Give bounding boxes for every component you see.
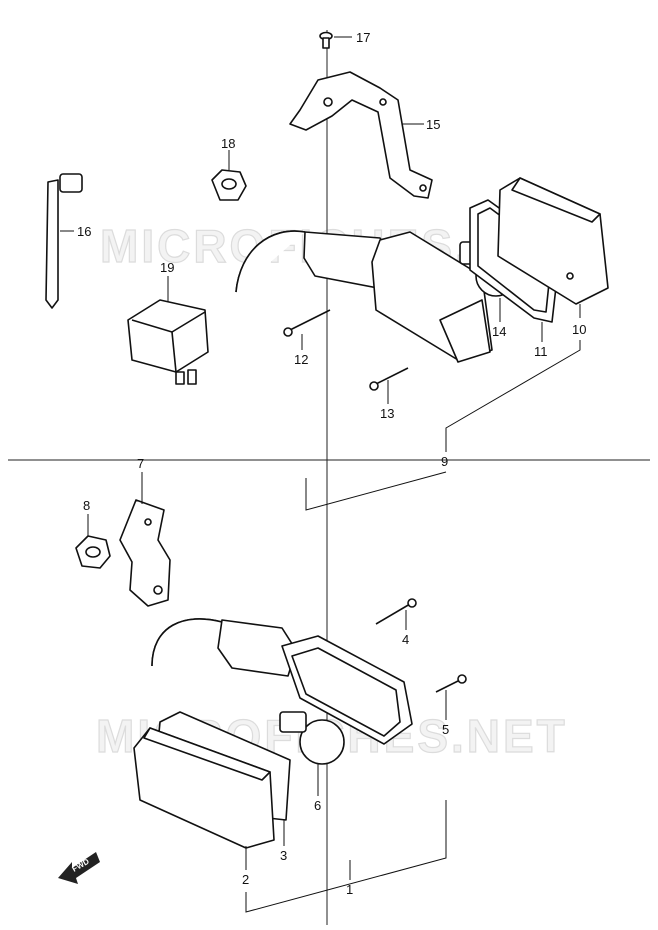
callout-13: 13 (380, 406, 394, 421)
callout-10: 10 (572, 322, 586, 337)
screw-17 (319, 31, 333, 49)
callout-8: 8 (83, 498, 90, 513)
relay-19 (127, 299, 209, 385)
nut-18 (211, 169, 247, 201)
bracket-15 (289, 71, 433, 199)
callout-7: 7 (137, 456, 144, 471)
nut-8 (75, 535, 111, 569)
callout-4: 4 (402, 632, 409, 647)
lens-10 (497, 177, 609, 305)
callout-18: 18 (221, 136, 235, 151)
callout-1: 1 (346, 882, 353, 897)
callout-9: 9 (441, 454, 448, 469)
callout-6: 6 (314, 798, 321, 813)
callout-12: 12 (294, 352, 308, 367)
front-turn-signal-housing (151, 618, 413, 745)
callout-2: 2 (242, 872, 249, 887)
callout-14: 14 (492, 324, 506, 339)
leader-lines (60, 36, 581, 913)
callout-17: 17 (356, 30, 370, 45)
callout-labels: 17 15 18 16 19 12 13 14 11 10 9 7 8 4 5 … (77, 30, 586, 897)
screw-5 (435, 674, 467, 693)
callout-16: 16 (77, 224, 91, 239)
fwd-direction-arrow: FWD (58, 852, 100, 884)
callout-19: 19 (160, 260, 174, 275)
screw-13 (369, 367, 409, 391)
callout-11: 11 (534, 344, 548, 359)
callout-3: 3 (280, 848, 287, 863)
bracket-7 (119, 499, 171, 607)
callout-5: 5 (442, 722, 449, 737)
bulb-6 (279, 711, 345, 765)
screw-4 (375, 598, 417, 625)
lens-2 (133, 727, 275, 849)
screw-12 (283, 309, 331, 337)
callout-15: 15 (426, 117, 440, 132)
tie-strap-16 (45, 173, 83, 309)
